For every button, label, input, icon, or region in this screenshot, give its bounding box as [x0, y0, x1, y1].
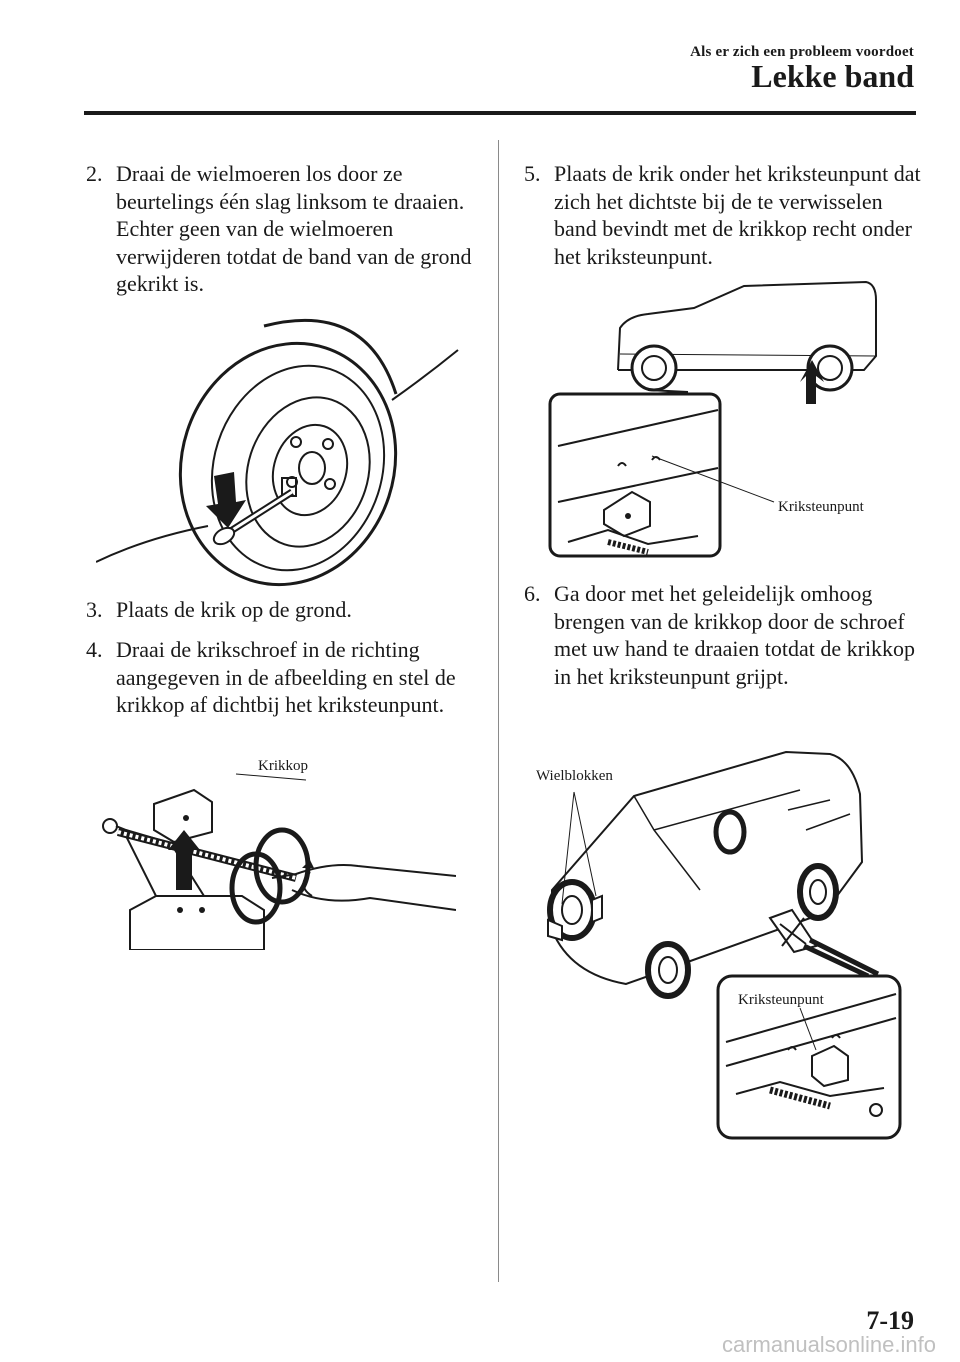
watermark: carmanualsonline.info — [721, 1332, 936, 1357]
step-2: 2. Draai de wielmoeren los door ze beurt… — [86, 160, 486, 298]
step-text: Plaats de krik onder het kriksteunpunt d… — [554, 161, 921, 269]
label-krikkop: Krikkop — [258, 758, 308, 774]
jack-point-figure — [548, 280, 894, 560]
jack-illustration — [102, 773, 456, 950]
car-on-jack-illustration — [547, 750, 902, 1140]
step-3: 3. Plaats de krik op de grond. — [86, 596, 486, 624]
step-number: 5. — [524, 161, 541, 186]
step-text: Ga door met het geleidelijk omhoog breng… — [554, 581, 916, 689]
label-wielblokken: Wielblokken — [536, 768, 613, 784]
jack-figure — [96, 750, 456, 950]
column-divider — [498, 140, 499, 1282]
page-title: Lekke band — [751, 58, 914, 94]
step-4: 4. Draai de krikschroef in de richting a… — [86, 636, 486, 719]
step-number: 2. — [86, 161, 103, 186]
wheel-wrench-illustration — [96, 318, 459, 587]
step-number: 6. — [524, 581, 541, 606]
wheel-nut-figure — [96, 306, 466, 588]
step-number: 4. — [86, 637, 103, 662]
step-6: 6. Ga door met het geleidelijk omhoog br… — [524, 580, 924, 690]
label-kriksteunpunt: Kriksteunpunt — [778, 499, 864, 515]
car-raised-figure — [530, 750, 910, 1142]
step-text: Draai de wielmoeren los door ze beurteli… — [116, 161, 472, 296]
label-kriksteunpunt-2: Kriksteunpunt — [738, 992, 824, 1008]
step-number: 3. — [86, 597, 103, 622]
jack-point-illustration — [548, 280, 877, 558]
step-text: Plaats de krik op de grond. — [116, 597, 352, 622]
step-5: 5. Plaats de krik onder het kriksteunpun… — [524, 160, 924, 270]
step-text: Draai de krikschroef in de richting aang… — [116, 637, 456, 717]
section-title: Als er zich een probleem voordoet — [690, 44, 914, 60]
header-rule — [84, 111, 916, 115]
page-number: 7-19 — [866, 1306, 914, 1335]
